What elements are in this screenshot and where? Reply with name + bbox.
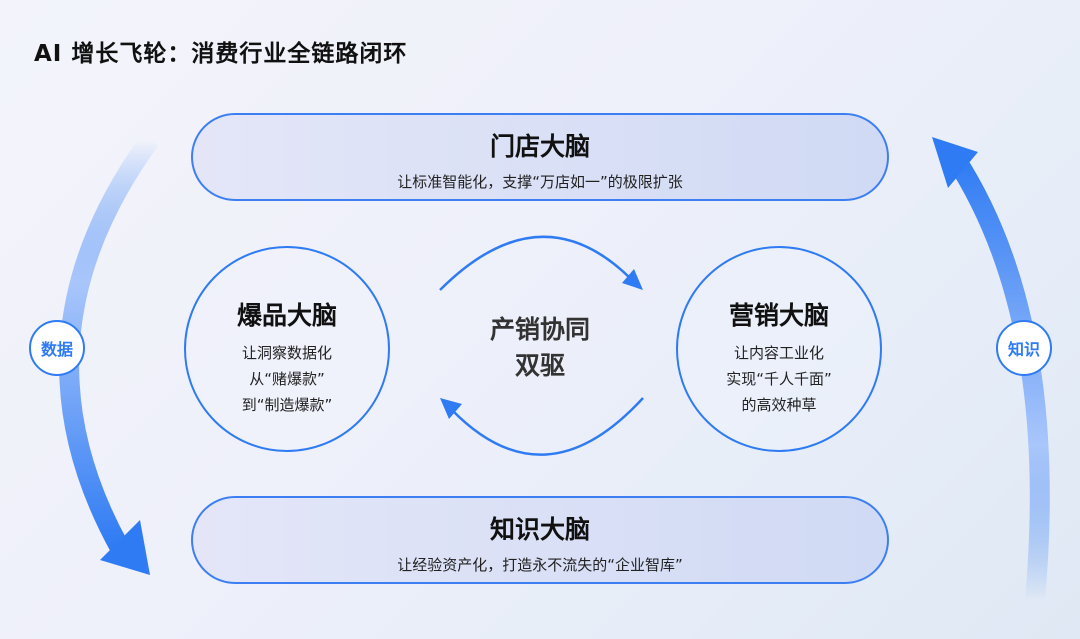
marketing-brain-heading: 营销大脑 — [728, 301, 829, 330]
hit-product-line: 到“制造爆款” — [241, 396, 333, 414]
marketing-line: 的高效种草 — [741, 396, 817, 414]
left-arrowhead-icon — [100, 520, 150, 575]
hit-product-brain-circle: 爆品大脑 让洞察数据化 从“赌爆款” 到“制造爆款” — [184, 246, 390, 452]
center-top-arc — [439, 235, 631, 291]
hit-product-brain-heading: 爆品大脑 — [236, 301, 337, 330]
right-arrowhead-icon — [932, 137, 978, 188]
knowledge-badge: 知识 — [996, 320, 1052, 376]
center-line-2: 双驱 — [514, 351, 565, 380]
knowledge-brain-heading: 知识大脑 — [489, 515, 590, 544]
center-bottom-arrowhead-icon — [440, 398, 462, 419]
knowledge-brain-subtitle: 让经验资产化，打造永不流失的“企业智库” — [397, 556, 683, 574]
page-title: AI 增长飞轮：消费行业全链路闭环 — [34, 41, 408, 67]
marketing-brain-circle: 营销大脑 让内容工业化 实现“千人千面” 的高效种草 — [676, 246, 882, 452]
center-top-arrowhead-icon — [622, 269, 643, 290]
hit-product-line: 让洞察数据化 — [241, 344, 332, 362]
store-brain-pill: 门店大脑 让标准智能化，支撑“万店如一”的极限扩张 — [191, 113, 889, 201]
marketing-line: 实现“千人千面” — [726, 370, 832, 388]
hit-product-line: 从“赌爆款” — [249, 370, 325, 388]
store-brain-subtitle: 让标准智能化，支撑“万店如一”的极限扩张 — [397, 173, 683, 191]
right-cycle-arrow — [946, 152, 1050, 601]
center-line-1: 产销协同 — [489, 315, 590, 344]
knowledge-brain-pill: 知识大脑 让经验资产化，打造永不流失的“企业智库” — [191, 496, 889, 584]
data-badge: 数据 — [29, 320, 85, 376]
center-label: 产销协同 双驱 — [470, 312, 610, 384]
marketing-line: 让内容工业化 — [733, 344, 824, 362]
center-bottom-arc — [451, 397, 644, 456]
store-brain-heading: 门店大脑 — [489, 132, 590, 161]
